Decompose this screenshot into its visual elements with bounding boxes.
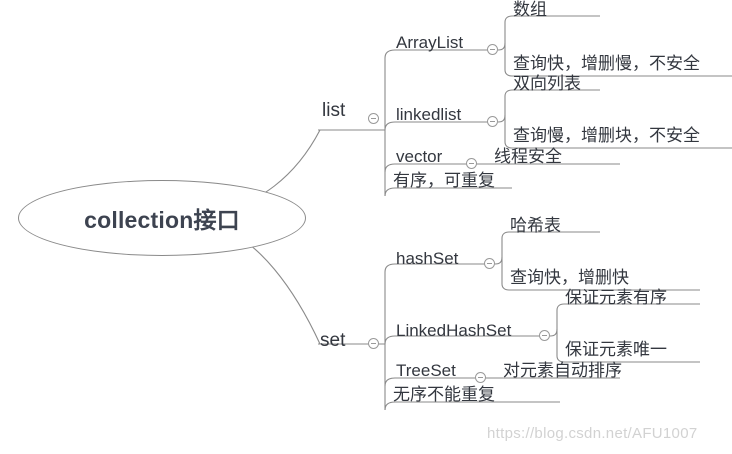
collapse-minus-icon[interactable] bbox=[368, 338, 379, 349]
detail-label: 保证元素唯一 bbox=[565, 340, 667, 359]
node-label-linkedlist[interactable]: linkedlist bbox=[396, 105, 462, 124]
node-label-linkedhashset[interactable]: LinkedHashSet bbox=[396, 321, 512, 340]
node-label-vector[interactable]: vector bbox=[396, 147, 443, 166]
detail-label: 对元素自动排序 bbox=[503, 361, 622, 380]
branch-note-list: 有序，可重复 bbox=[393, 171, 495, 190]
detail-label: 哈希表 bbox=[510, 216, 561, 235]
collapse-minus-icon[interactable] bbox=[487, 44, 498, 55]
detail-label: 数组 bbox=[513, 0, 547, 19]
detail-label: 查询快，增删快 bbox=[510, 268, 629, 287]
branch-label-set[interactable]: set bbox=[320, 330, 346, 351]
node-label-arraylist[interactable]: ArrayList bbox=[396, 33, 464, 52]
branch-note-set: 无序不能重复 bbox=[393, 385, 495, 404]
collapse-minus-icon[interactable] bbox=[487, 116, 498, 127]
root-node-label: collection接口 bbox=[84, 207, 240, 233]
collapse-minus-icon[interactable] bbox=[466, 158, 477, 169]
detail-label: 保证元素有序 bbox=[565, 288, 667, 307]
root-node[interactable]: collection接口 bbox=[18, 180, 306, 256]
collapse-minus-icon[interactable] bbox=[368, 113, 379, 124]
watermark: https://blog.csdn.net/AFU1007 bbox=[487, 425, 698, 442]
detail-label: 线程安全 bbox=[494, 147, 562, 166]
collapse-minus-icon[interactable] bbox=[484, 258, 495, 269]
detail-label: 双向列表 bbox=[513, 74, 581, 93]
detail-label: 查询慢，增删块，不安全 bbox=[513, 126, 700, 145]
detail-label: 查询快，增删慢，不安全 bbox=[513, 54, 700, 73]
node-label-treeset[interactable]: TreeSet bbox=[396, 361, 456, 380]
collapse-minus-icon[interactable] bbox=[539, 330, 550, 341]
collapse-minus-icon[interactable] bbox=[475, 372, 486, 383]
node-label-hashset[interactable]: hashSet bbox=[396, 249, 459, 268]
branch-label-list[interactable]: list bbox=[322, 100, 346, 121]
